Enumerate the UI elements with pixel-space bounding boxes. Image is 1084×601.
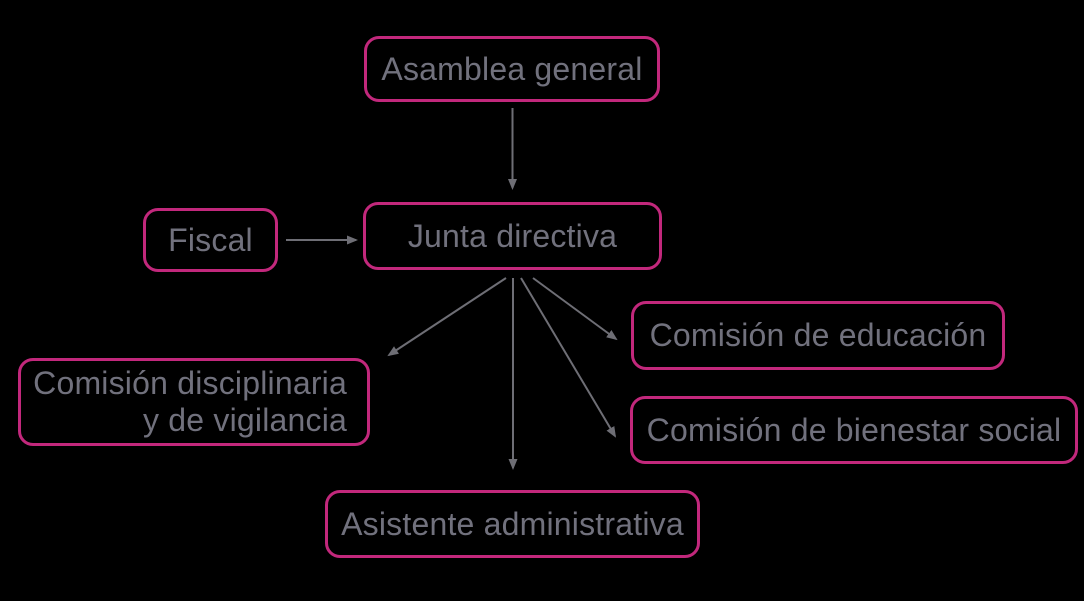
arrow-junta-to-educacion [532, 277, 618, 341]
node-junta-directiva: Junta directiva [363, 202, 662, 270]
node-fiscal: Fiscal [143, 208, 278, 272]
node-asistente-administrativa-label: Asistente administrativa [341, 505, 684, 542]
arrow-junta-to-bienestar [520, 277, 617, 438]
node-fiscal-label: Fiscal [168, 221, 253, 258]
node-asamblea-general: Asamblea general [364, 36, 660, 102]
node-junta-directiva-label: Junta directiva [407, 217, 618, 254]
node-comision-bienestar-social: Comisión de bienestar social [630, 396, 1078, 464]
node-comision-bienestar-social-label: Comisión de bienestar social [646, 411, 1062, 448]
node-comision-educacion: Comisión de educación [631, 301, 1005, 370]
arrow-junta-to-disciplinaria [387, 277, 507, 357]
node-asamblea-general-label: Asamblea general [381, 50, 643, 87]
node-asistente-administrativa: Asistente administrativa [325, 490, 700, 558]
node-comision-disciplinaria-label: Comisión disciplinaria y de vigilancia [33, 365, 347, 438]
node-comision-disciplinaria: Comisión disciplinaria y de vigilancia [18, 358, 370, 446]
node-comision-educacion-label: Comisión de educación [649, 317, 987, 354]
